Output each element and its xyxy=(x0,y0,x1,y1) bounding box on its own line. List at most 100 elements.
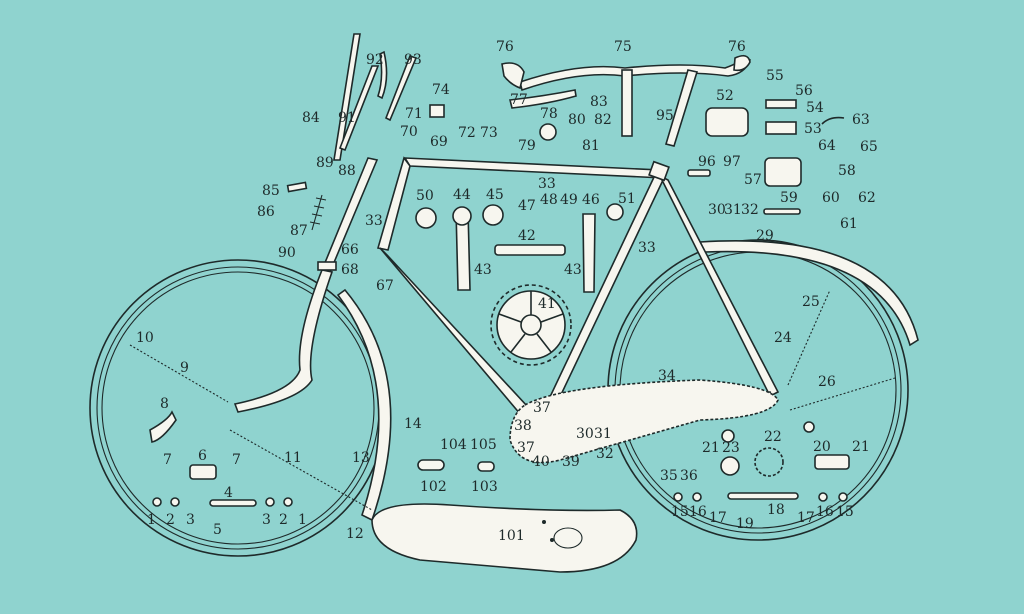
label-5: 5 xyxy=(213,522,222,538)
label-101: 101 xyxy=(498,528,525,544)
label-31a: 31 xyxy=(724,202,742,218)
label-81: 81 xyxy=(582,138,600,154)
label-73: 73 xyxy=(480,125,498,141)
pedal-parts xyxy=(664,69,845,215)
label-23: 23 xyxy=(722,440,740,456)
label-65: 65 xyxy=(860,139,878,155)
label-80: 80 xyxy=(568,112,586,128)
front-mudguard xyxy=(336,288,392,522)
label-88: 88 xyxy=(338,163,356,179)
label-79: 79 xyxy=(518,138,536,154)
label-53: 53 xyxy=(804,121,822,137)
label-24: 24 xyxy=(774,330,792,346)
label-72: 72 xyxy=(458,125,476,141)
label-58: 58 xyxy=(838,163,856,179)
seat-post-84 xyxy=(333,33,361,161)
bolt-96 xyxy=(687,169,711,177)
label-70: 70 xyxy=(400,124,418,140)
rubber-53 xyxy=(765,121,797,135)
label-55: 55 xyxy=(766,68,784,84)
label-64: 64 xyxy=(818,138,836,154)
label-14: 14 xyxy=(404,416,422,432)
label-76a: 76 xyxy=(496,39,514,55)
label-35: 35 xyxy=(660,468,678,484)
part-labels: 1 2 3 4 5 3 2 1 6 7 7 8 9 10 11 12 13 14… xyxy=(136,39,878,544)
label-46: 46 xyxy=(582,192,600,208)
label-37b: 37 xyxy=(517,440,535,456)
label-18: 18 xyxy=(767,502,785,518)
rear-hub-20 xyxy=(814,454,850,470)
label-47: 47 xyxy=(518,198,536,214)
label-7a: 7 xyxy=(163,452,172,468)
label-2b: 2 xyxy=(279,512,288,528)
label-68: 68 xyxy=(341,262,359,278)
label-67: 67 xyxy=(376,278,394,294)
label-104: 104 xyxy=(440,437,467,453)
label-91: 91 xyxy=(338,110,356,126)
label-96: 96 xyxy=(698,154,716,170)
label-34: 34 xyxy=(658,368,676,384)
label-15b: 15 xyxy=(836,504,854,520)
clip-8 xyxy=(149,410,177,443)
label-52: 52 xyxy=(716,88,734,104)
rubber-54 xyxy=(765,99,797,109)
label-33b: 33 xyxy=(365,213,383,229)
label-60: 60 xyxy=(822,190,840,206)
seat-post-91 xyxy=(338,65,380,152)
label-6: 6 xyxy=(198,448,207,464)
bell-78 xyxy=(539,123,557,141)
label-44: 44 xyxy=(453,187,471,203)
spring-87 xyxy=(309,194,327,231)
chain-assembly xyxy=(371,379,779,573)
label-2a: 2 xyxy=(166,512,175,528)
label-95: 95 xyxy=(656,108,674,124)
label-29: 29 xyxy=(756,228,774,244)
spoke-26 xyxy=(789,377,896,411)
label-42: 42 xyxy=(518,228,536,244)
label-49: 49 xyxy=(560,192,578,208)
label-13: 13 xyxy=(352,450,370,466)
label-17b: 17 xyxy=(797,510,815,526)
label-105: 105 xyxy=(470,437,497,453)
pedal-57 xyxy=(764,157,802,187)
label-26: 26 xyxy=(818,374,836,390)
label-45: 45 xyxy=(486,187,504,203)
right-grip-76 xyxy=(733,54,751,72)
front-wheel xyxy=(89,259,392,557)
label-30b: 30 xyxy=(576,426,594,442)
label-61: 61 xyxy=(840,216,858,232)
handlebar xyxy=(501,54,751,137)
link-103 xyxy=(477,461,495,472)
label-25: 25 xyxy=(802,294,820,310)
pedal-52 xyxy=(705,107,749,137)
label-32b: 32 xyxy=(596,446,614,462)
label-90: 90 xyxy=(278,245,296,261)
clip-92 xyxy=(377,50,388,100)
label-3a: 3 xyxy=(186,512,195,528)
label-38: 38 xyxy=(514,418,532,434)
label-21a: 21 xyxy=(702,440,720,456)
label-86: 86 xyxy=(257,204,275,220)
stem-75 xyxy=(621,69,633,137)
label-15a: 15 xyxy=(671,504,689,520)
axle-59 xyxy=(763,208,801,215)
label-77: 77 xyxy=(510,92,528,108)
fork-blade xyxy=(233,269,334,413)
label-7b: 7 xyxy=(232,452,241,468)
label-4: 4 xyxy=(224,485,233,501)
label-43b: 43 xyxy=(564,262,582,278)
handlebar-bar xyxy=(519,54,751,92)
label-57: 57 xyxy=(744,172,762,188)
label-62: 62 xyxy=(858,190,876,206)
rear-axle-18 xyxy=(727,492,799,500)
left-grip-76 xyxy=(501,62,525,90)
label-37a: 37 xyxy=(533,400,551,416)
spoke-9 xyxy=(129,344,229,403)
label-76b: 76 xyxy=(728,39,746,55)
label-71: 71 xyxy=(405,106,423,122)
crankset xyxy=(415,203,624,366)
spoke-11 xyxy=(229,429,373,511)
label-102: 102 xyxy=(420,479,447,495)
label-33a: 33 xyxy=(538,176,556,192)
